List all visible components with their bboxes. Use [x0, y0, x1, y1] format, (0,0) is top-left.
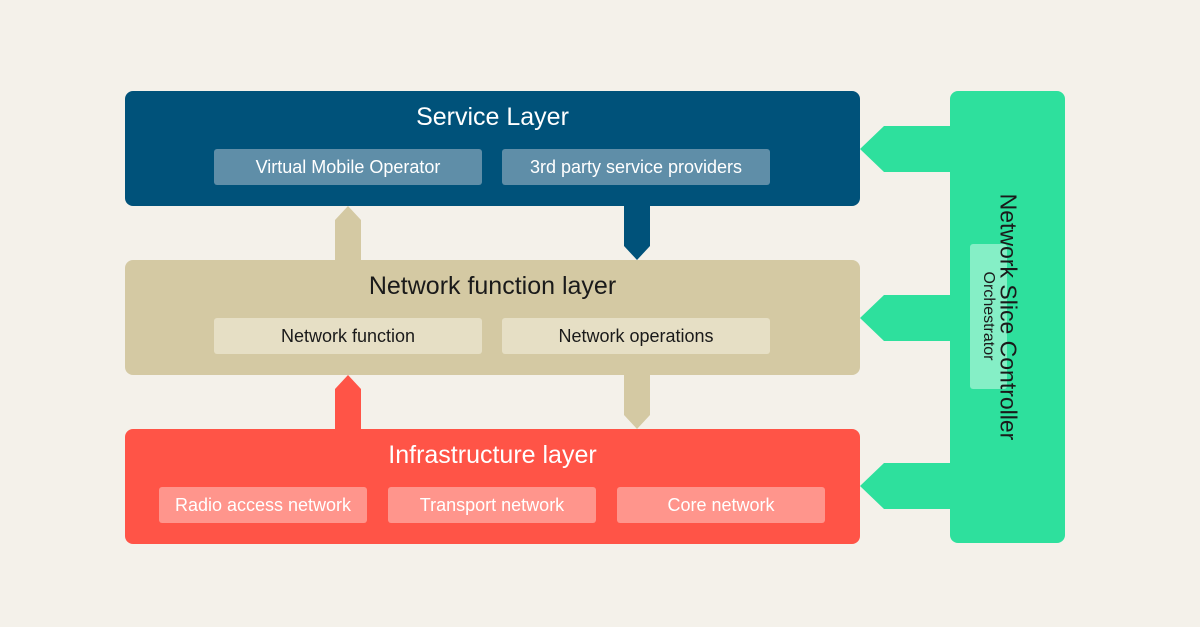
controller-to-infra-arrow	[860, 463, 951, 509]
function-to-service-up-arrow	[335, 206, 361, 260]
network-function-layer: Network function layer Network function …	[125, 260, 860, 375]
service-layer: Service Layer Virtual Mobile Operator 3r…	[125, 91, 860, 206]
orchestrator-box: Orchestrator	[970, 244, 1007, 389]
radio-access-network-box: Radio access network	[159, 487, 367, 523]
controller-to-function-arrow	[860, 295, 951, 341]
controller-to-service-arrow	[860, 126, 951, 172]
service-to-function-down-arrow	[624, 206, 650, 260]
network-operations-box: Network operations	[502, 318, 770, 354]
transport-network-box: Transport network	[388, 487, 596, 523]
virtual-mobile-operator-box: Virtual Mobile Operator	[214, 149, 482, 185]
controller-title: Network Slice Controller	[995, 193, 1022, 441]
core-network-box: Core network	[617, 487, 825, 523]
service-layer-title: Service Layer	[416, 103, 569, 131]
network-function-box: Network function	[214, 318, 482, 354]
network-function-layer-title: Network function layer	[368, 272, 617, 300]
infra-to-function-up-arrow	[335, 375, 361, 429]
network-slice-controller: Orchestrator Network Slice Controller	[950, 91, 1065, 543]
infrastructure-layer: Infrastructure layer Radio access networ…	[125, 429, 860, 544]
infrastructure-layer-title: Infrastructure layer	[388, 441, 597, 469]
third-party-providers-box: 3rd party service providers	[502, 149, 770, 185]
function-to-infra-down-arrow	[624, 375, 650, 429]
